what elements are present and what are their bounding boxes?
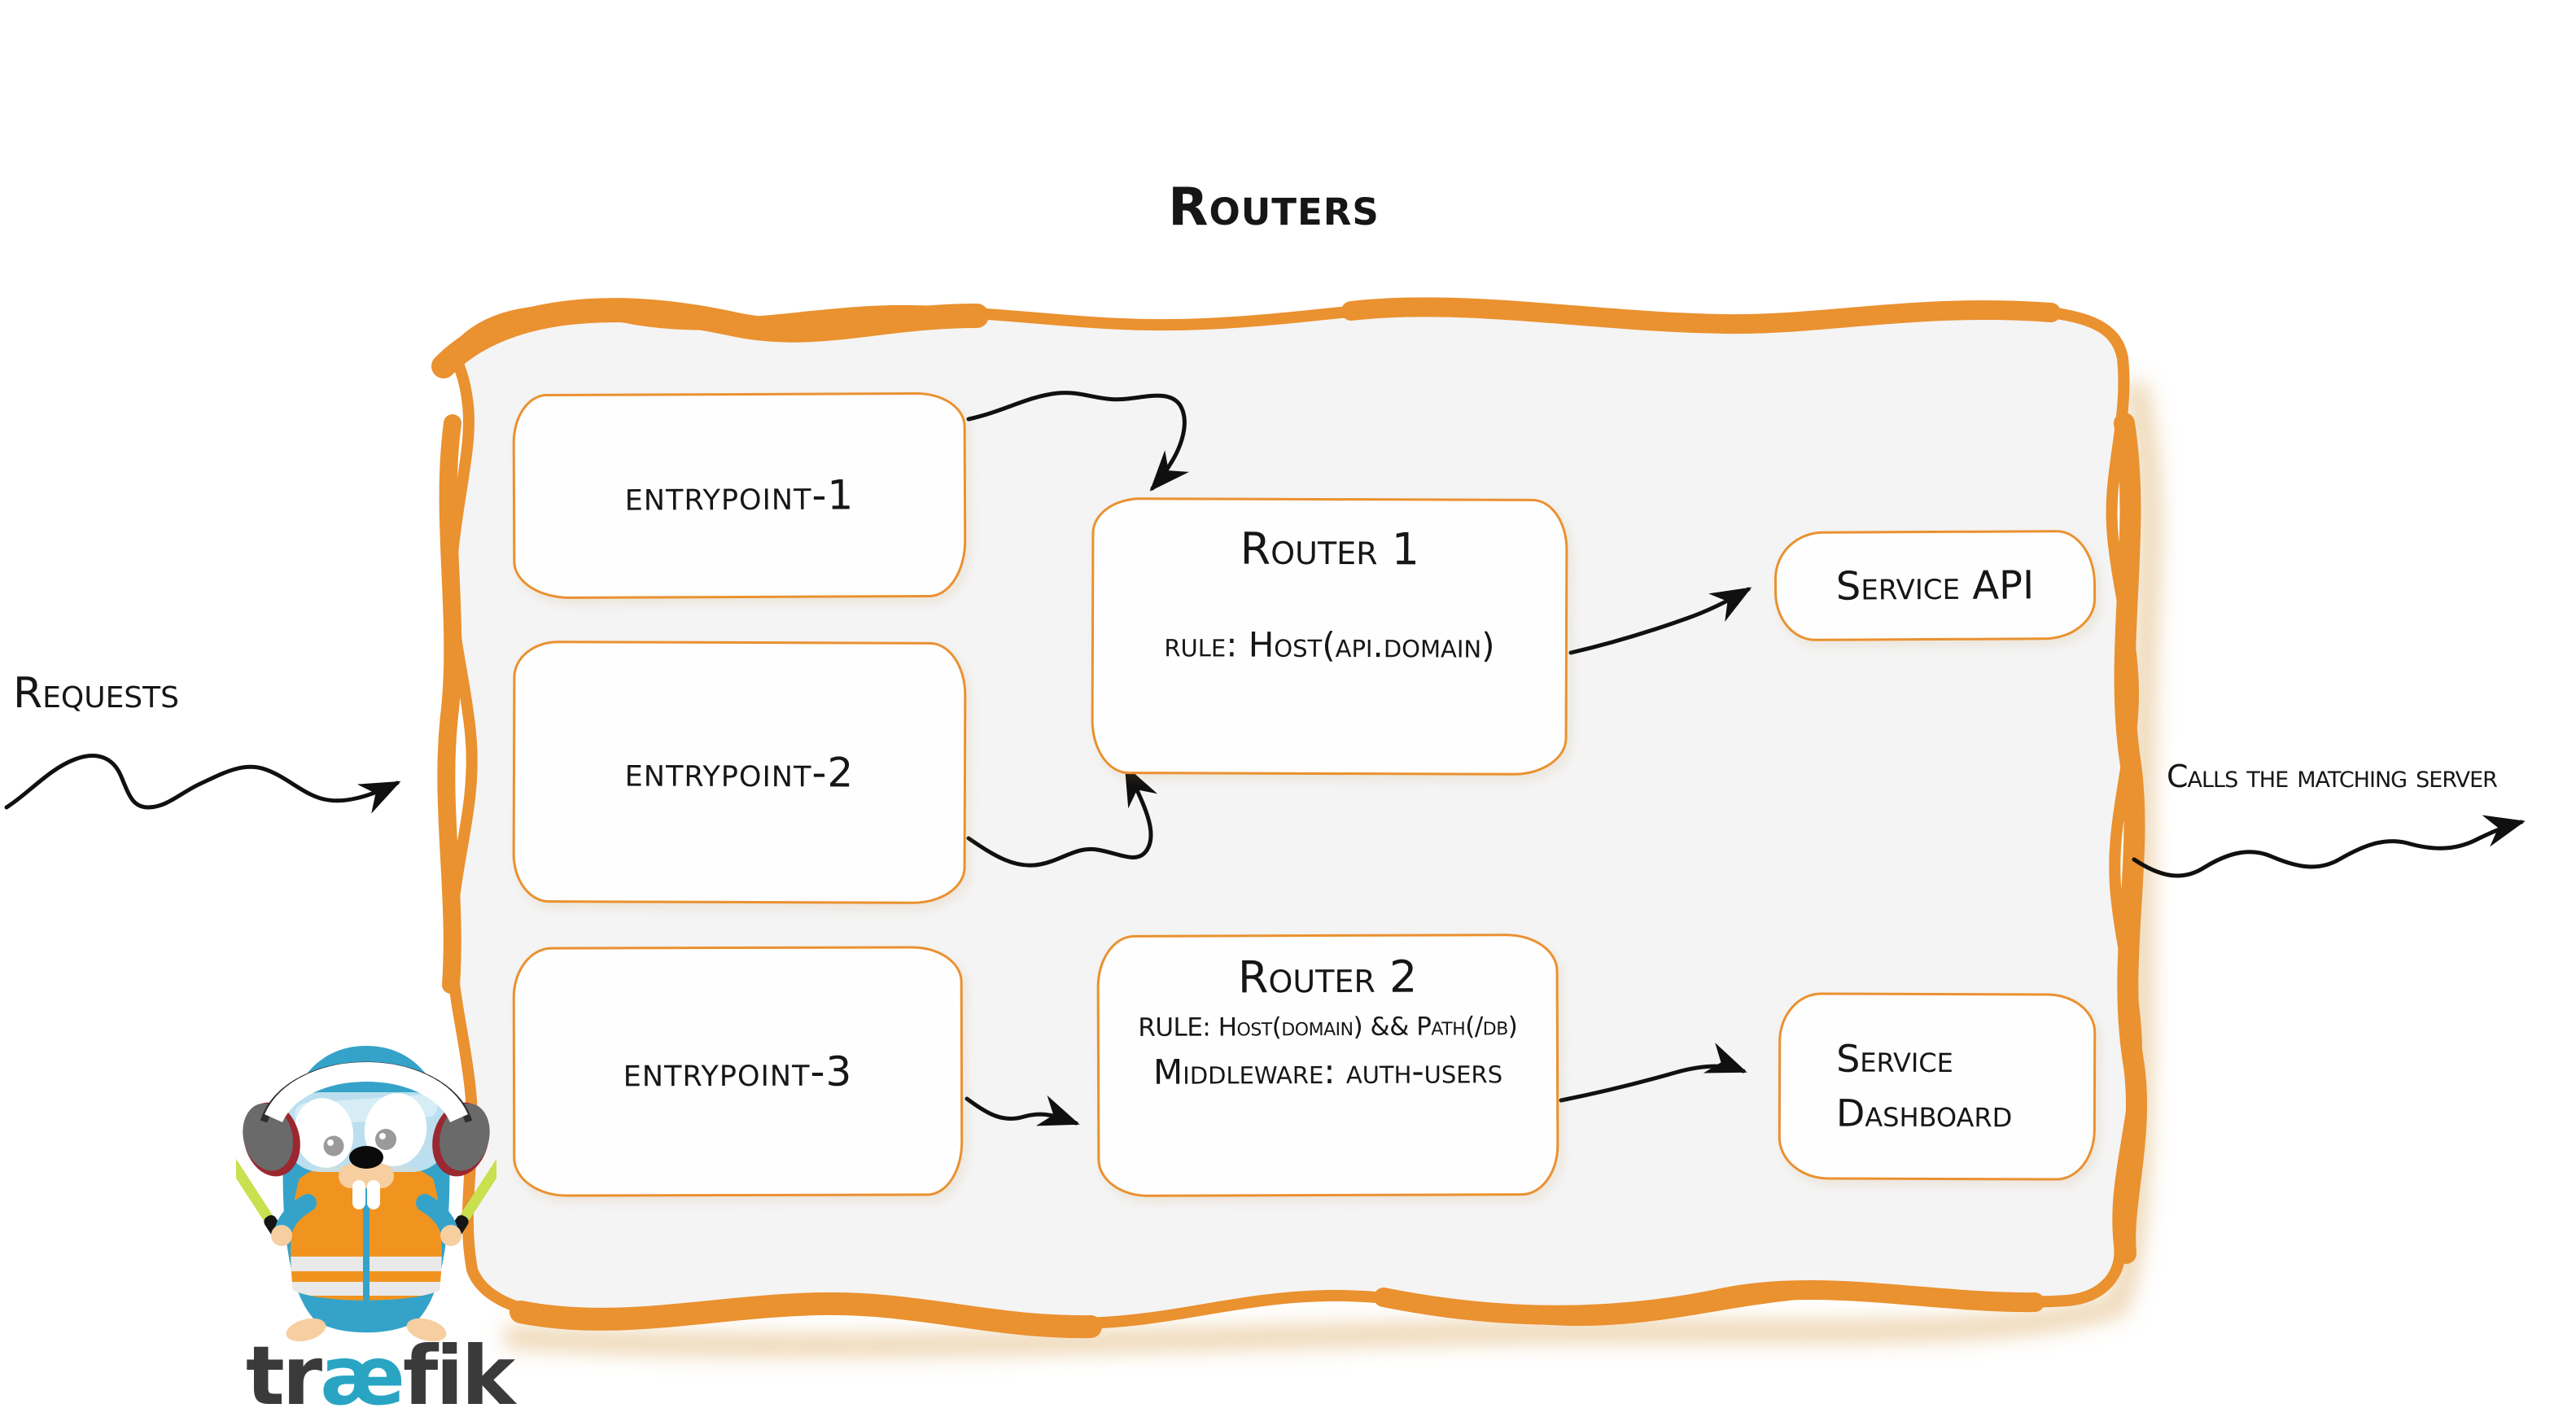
arrow-entrypoint3-router2 bbox=[964, 1095, 1080, 1126]
arrow-entrypoint2-router1 bbox=[966, 764, 1158, 868]
entrypoint-2-box: entrypoint-2 bbox=[512, 641, 967, 904]
router-1-box: Router 1 rule: Host(api.domain) bbox=[1091, 496, 1568, 776]
arrow-entrypoint1-router1 bbox=[966, 391, 1189, 492]
router-2-middleware: Middleware: auth-users bbox=[1152, 1051, 1503, 1092]
wordmark-pre: tr bbox=[246, 1328, 322, 1408]
router-1-name: Router 1 bbox=[1240, 523, 1420, 575]
requests-arrow bbox=[4, 754, 401, 814]
wordmark-post: fik bbox=[402, 1328, 515, 1408]
calls-matching-server-label: Calls the matching server bbox=[2167, 759, 2498, 794]
service-api-label: Service API bbox=[1835, 562, 2035, 610]
entrypoint-3-box: entrypoint-3 bbox=[512, 946, 964, 1197]
traefik-wordmark: træfik bbox=[246, 1328, 515, 1408]
router-2-name: Router 2 bbox=[1237, 951, 1418, 1004]
entrypoint-3-label: entrypoint-3 bbox=[623, 1047, 853, 1095]
arrow-router2-service-dashboard bbox=[1559, 1043, 1747, 1103]
router-2-rule: RULE: Host(domain) && Path(/db) bbox=[1138, 1012, 1518, 1043]
arrow-router1-service-api bbox=[1568, 587, 1752, 655]
traefik-gopher-logo-icon bbox=[236, 1046, 496, 1342]
entrypoint-2-label: entrypoint-2 bbox=[624, 748, 855, 797]
entrypoint-1-label: entrypoint-1 bbox=[624, 471, 855, 520]
calls-arrow bbox=[2132, 815, 2526, 878]
requests-label: Requests bbox=[13, 669, 180, 718]
diagram-title: Routers bbox=[1168, 177, 1380, 238]
router-1-rule: rule: Host(api.domain) bbox=[1164, 624, 1495, 666]
wordmark-ae: æ bbox=[320, 1328, 405, 1408]
router-2-box: Router 2 RULE: Host(domain) && Path(/db)… bbox=[1096, 934, 1559, 1197]
service-api-box: Service API bbox=[1773, 529, 2097, 642]
service-dashboard-box: Service Dashboard bbox=[1778, 992, 2097, 1181]
service-dashboard-line2: Dashboard bbox=[1835, 1091, 2013, 1136]
service-dashboard-line1: Service bbox=[1836, 1036, 1954, 1082]
entrypoint-1-box: entrypoint-1 bbox=[512, 391, 967, 600]
